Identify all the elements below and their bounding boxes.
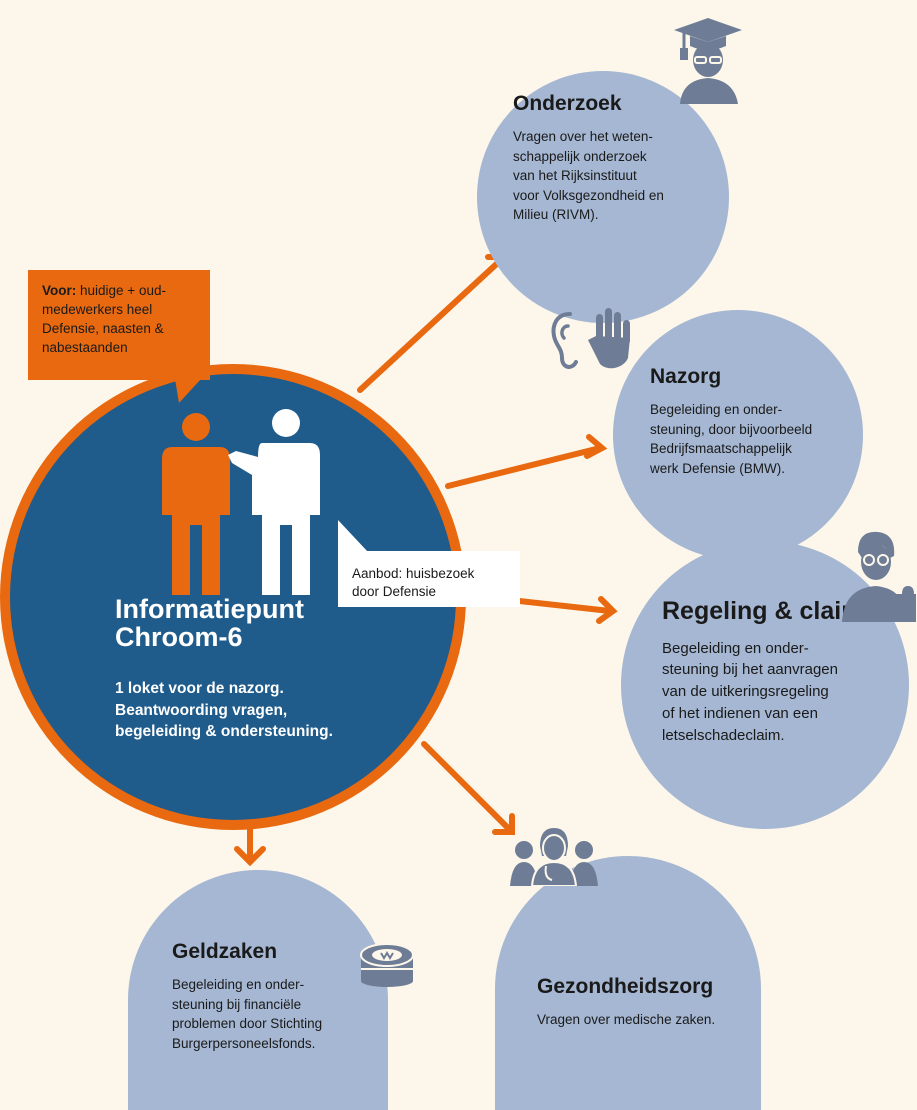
arrow-to-onderzoek [357,255,506,393]
audience-callout-tail [175,379,201,403]
coins-icon [360,943,414,987]
offer-callout: Aanbod: huisbezoek door Defensie [338,551,520,607]
arrow-to-nazorg [445,445,603,489]
node-title: Gezondheidszorg [537,975,714,998]
person-puzzle-icon [842,531,916,622]
node-onderzoek: Onderzoek Vragen over het weten- schappe… [513,92,703,225]
graduate-icon [674,18,742,104]
node-text: Begeleiding en onder- steuning bij het a… [662,639,838,744]
node-gezondheidszorg: Gezondheidszorg Vragen over medische zak… [537,975,757,1030]
node-title: Nazorg [650,365,722,388]
audience-callout: Voor: huidige + oud-medewerkers heel Def… [28,270,210,380]
node-regeling-circle [621,541,909,829]
node-text: Vragen over het weten- schappelijk onder… [513,129,664,223]
node-geldzaken-circle [128,870,388,1110]
node-gezondheidszorg-circle [495,856,761,1110]
center-subtitle: 1 loket voor de nazorg. Beantwoording vr… [115,680,333,741]
audience-text: huidige + oud-medewerkers heel Defensie,… [42,283,166,355]
ear-hand-icon [551,308,630,369]
medical-team-icon [510,828,598,886]
arrow-to-gezondheidszorg [421,741,512,832]
node-text: Vragen over medische zaken. [537,1012,716,1028]
node-nazorg: Nazorg Begeleiding en onder- steuning, d… [650,365,850,478]
node-geldzaken: Geldzaken Begeleiding en onder- steuning… [172,940,362,1053]
node-title: Onderzoek [513,92,622,115]
node-text: Begeleiding en onder- steuning, door bij… [650,402,813,476]
node-text: Begeleiding en onder- steuning bij finan… [172,977,323,1051]
audience-label: Voor: [42,283,77,298]
node-title: Regeling & claim [662,597,864,625]
node-regeling: Regeling & claim Begeleiding en onder- s… [662,597,902,746]
node-title: Geldzaken [172,940,278,963]
offer-callout-tail [338,520,368,552]
people-icon [162,409,320,595]
node-onderzoek-circle [477,71,729,323]
center-title: Informatiepunt Chroom-6 [115,594,304,653]
node-nazorg-circle [613,310,863,560]
